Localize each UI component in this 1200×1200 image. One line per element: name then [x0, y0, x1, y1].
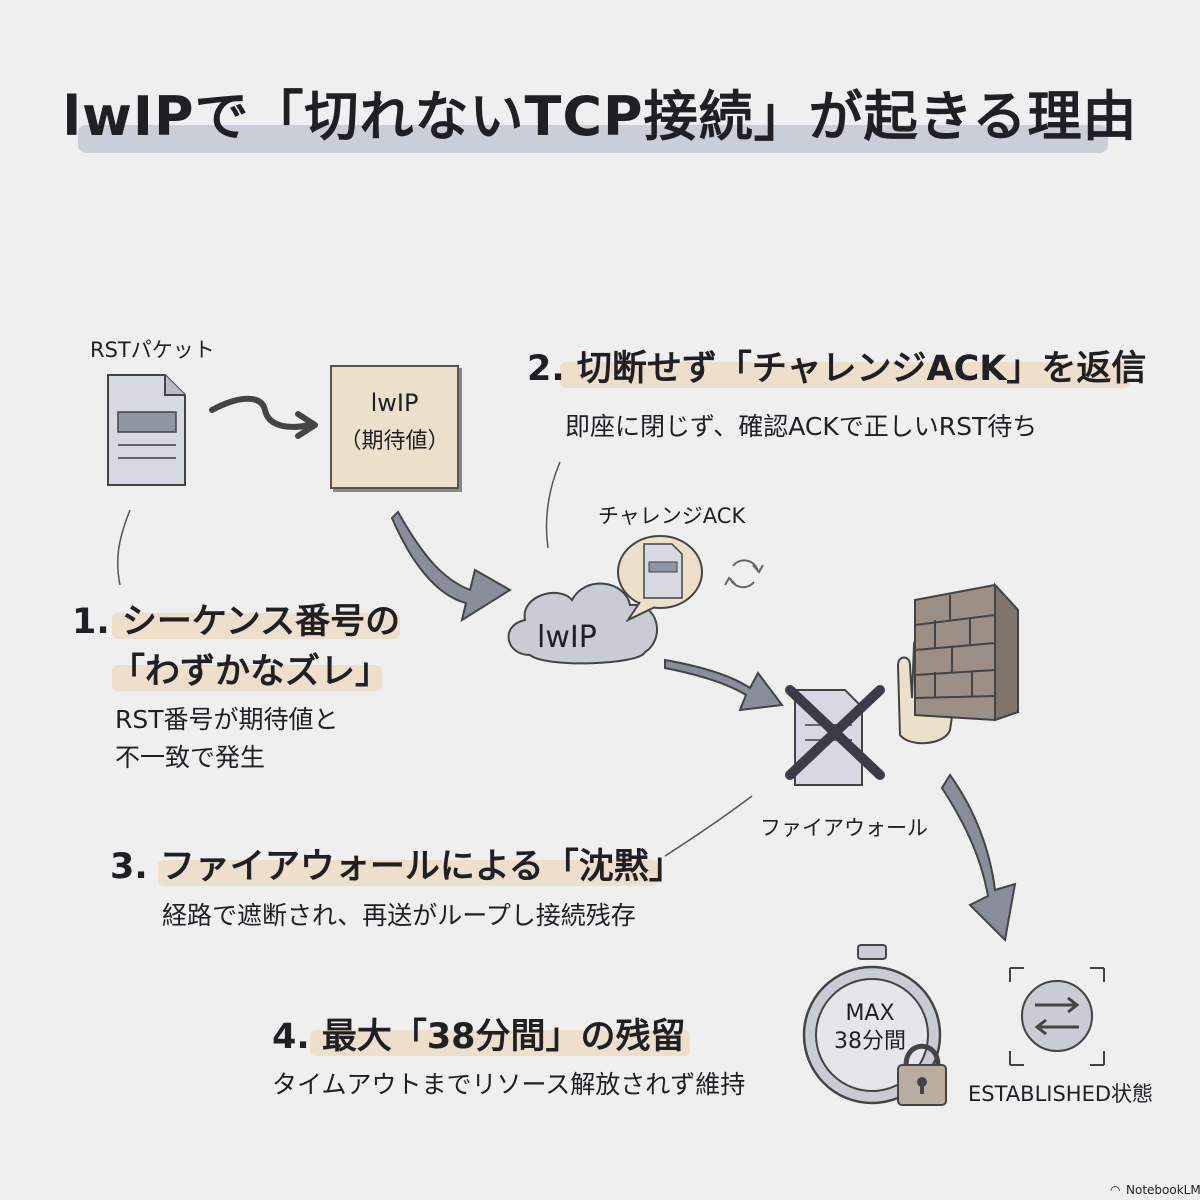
connector-line-1 [116, 509, 131, 586]
highlight-4 [310, 1030, 690, 1056]
challenge-ack-bubble-icon [617, 535, 703, 623]
timer-duration: 38分間 [834, 1029, 906, 1054]
arrow-to-firewall-icon [664, 658, 784, 712]
refresh-icon [724, 559, 764, 589]
point-4-heading: 4. 最大「38分間」の残留 [272, 1017, 686, 1057]
challenge-ack-label: チャレンジACK [598, 504, 746, 528]
timer-text: MAX 38分間 [800, 1000, 940, 1056]
connector-line-3 [664, 795, 753, 857]
highlight-3 [158, 860, 658, 886]
point-4-desc: タイムアウトまでリソース解放されず維持 [272, 1070, 746, 1099]
title-underline [78, 125, 1108, 153]
blocked-packet-icon [785, 685, 885, 786]
sync-established-icon [1009, 967, 1105, 1066]
lwip-box-name: lwIP [370, 389, 419, 417]
brand-label: NotebookLM [1126, 1183, 1200, 1197]
lwip-box-note: （期待値） [339, 429, 450, 454]
timer-max: MAX [845, 1001, 895, 1026]
cloud-lwip-label: lwIP [537, 620, 597, 655]
rst-packet-label: RSTパケット [90, 338, 215, 362]
padlock-icon [897, 1043, 947, 1106]
point-2-heading: 2. 切断せず「チャレンジACK」を返信 [527, 349, 1147, 389]
firewall-label: ファイアウォール [760, 816, 928, 840]
point-1-desc: RST番号が期待値と [115, 705, 339, 734]
curved-arrow-icon [390, 510, 512, 623]
highlight-2 [560, 362, 1130, 388]
point-3-desc: 経路で遮断され、再送がループし接続残存 [162, 901, 636, 930]
point-3-heading: 3. ファイアウォールによる「沈黙」 [110, 847, 684, 887]
highlight-1b [112, 665, 382, 691]
point-2-desc: 即座に閉じず、確認ACKで正しいRST待ち [565, 412, 1038, 441]
notebooklm-logo-icon: ◠ [1110, 1183, 1121, 1197]
page-title: lwIPで「切れないTCP接続」が起きる理由 [62, 85, 1138, 148]
point-1-desc-line2: 不一致で発生 [115, 743, 266, 772]
cloud-icon [507, 582, 658, 665]
connector-line-2 [545, 461, 561, 549]
point-1-heading-line2: 「わずかなズレ」 [110, 652, 391, 692]
lwip-expected-box: lwIP （期待値） [330, 365, 459, 489]
highlight-1a [112, 613, 400, 639]
stopwatch-icon [802, 944, 942, 1105]
brick-wall-icon [914, 582, 1019, 722]
squiggle-arrow-icon [209, 395, 313, 430]
point-1-heading: 1. シーケンス番号の [72, 602, 401, 642]
arrow-down-icon [940, 773, 1017, 943]
rst-packet-document-icon [107, 374, 186, 486]
established-label: ESTABLISHED状態 [968, 1082, 1154, 1106]
